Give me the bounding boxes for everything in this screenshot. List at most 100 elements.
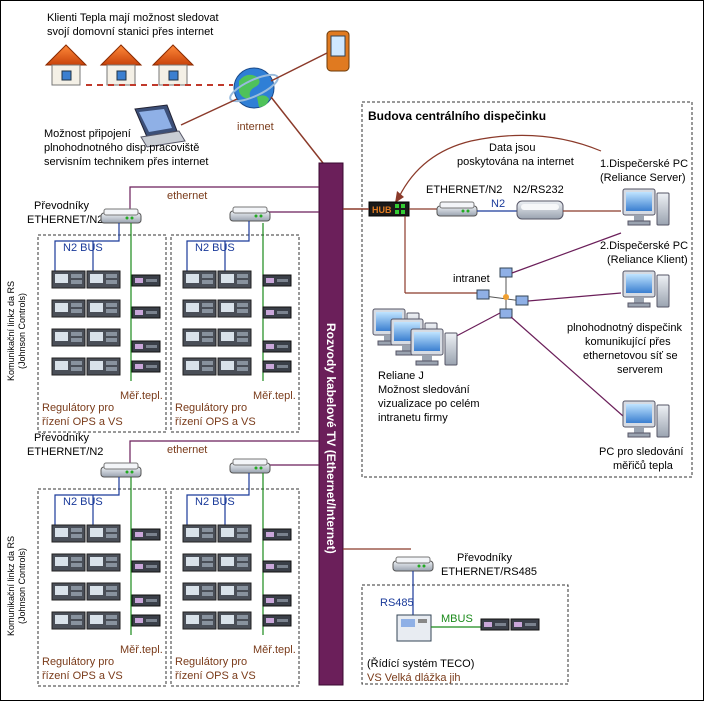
reliance-caption-1: Reliane J	[378, 370, 424, 382]
full-caption-2: komunikující přes	[585, 336, 671, 348]
controller-rack	[52, 525, 160, 629]
side-caption-2: (Johnson Controls)	[17, 548, 27, 624]
teco-conv-caption-1: Převodníky	[457, 552, 513, 564]
conv-caption-1: Převodníky	[34, 432, 90, 444]
regulators-caption-2: řízení OPS a VS	[42, 416, 123, 428]
teco-converter-icon	[392, 556, 434, 572]
teco-conv-caption-2: ETHERNET/RS485	[441, 566, 537, 578]
intranet-meterpc-link	[510, 316, 624, 417]
house-icon	[45, 44, 87, 86]
ethernet-label: ethernet	[167, 444, 207, 456]
meter-pc-caption-1: PC pro sledování	[599, 446, 683, 458]
reliance-caption-4: intranetu firmy	[378, 412, 448, 424]
conv-caption-1: Převodníky	[34, 200, 90, 212]
regulators-caption-1: Regulátory pro	[42, 402, 114, 414]
meter-caption: Měř.tepl.	[253, 644, 296, 656]
controller-group-box	[37, 488, 167, 687]
meter-icon	[480, 618, 510, 631]
controller-rack	[52, 271, 160, 375]
reliance-caption-3: vizualizace po celém	[378, 398, 480, 410]
regulators-caption-2: řízení OPS a VS	[175, 416, 256, 428]
teco-location-caption: VS Velká dlážka jih	[367, 672, 461, 684]
section-lower: Převodníky ETHERNET/N2 ethernet N2 BUS N…	[6, 432, 319, 687]
eth-n2-label: ETHERNET/N2	[426, 184, 502, 196]
laptop-link	[180, 98, 238, 126]
n2bus-label: N2 BUS	[63, 496, 103, 508]
converter-icon	[100, 208, 142, 224]
laptop-icon	[134, 104, 186, 148]
converter-eth-n2-icon	[436, 201, 478, 217]
regulators-caption-1: Regulátory pro	[175, 656, 247, 668]
meter-caption: Měř.tepl.	[253, 390, 296, 402]
conv-caption-2: ETHERNET/N2	[27, 446, 103, 458]
data-caption-2: poskytována na internet	[457, 156, 574, 168]
clients-caption-1: Klienti Tepla mají možnost sledovat	[47, 12, 219, 24]
controller-group-box	[170, 234, 300, 433]
meter-pc-icon	[622, 400, 670, 438]
full-caption-3: ethernetovou síť se	[583, 350, 678, 362]
intranet-label: intranet	[453, 273, 490, 285]
internet-backbone-link	[270, 96, 324, 164]
controller-group-box	[37, 234, 167, 433]
n2-rs232-label: N2/RS232	[513, 184, 564, 196]
cable-backbone-label: Rozvody kabelové TV (Ethernet/Internet)	[324, 323, 338, 554]
internet-label: internet	[237, 121, 274, 133]
n2-label: N2	[491, 198, 505, 210]
modem-icon	[516, 200, 564, 220]
side-caption-1: Komunikační linkz da RS	[6, 281, 16, 381]
teco-section: Převodníky ETHERNET/RS485 RS485 MBUS (Ří…	[343, 548, 569, 685]
converter-icon	[229, 206, 271, 222]
converter-icon	[100, 462, 142, 478]
ethernet-link	[129, 186, 319, 209]
building-title: Budova centrálního dispečinku	[368, 109, 546, 123]
service-caption-2: plnohodnotného disp.pracoviště	[44, 142, 199, 154]
ethernet-link	[129, 440, 319, 464]
reliance-caption-2: Možnost sledování	[378, 384, 470, 396]
teco-controller-icon	[396, 614, 432, 642]
n2bus-label: N2 BUS	[195, 496, 235, 508]
controller-group-box	[170, 488, 300, 687]
section-upper: Převodníky ETHERNET/N2 ethernet N2 BUS N…	[6, 186, 319, 433]
globe-icon	[229, 67, 279, 109]
hub-label: HUB	[372, 205, 392, 215]
service-caption-3: servisním technikem přes internet	[44, 156, 208, 168]
pda-link	[270, 52, 328, 82]
rs485-label: RS485	[380, 597, 414, 609]
cable-backbone	[318, 162, 344, 686]
n2bus-label: N2 BUS	[63, 242, 103, 254]
meter-caption: Měř.tepl.	[120, 390, 163, 402]
conv-caption-2: ETHERNET/N2	[27, 214, 103, 226]
pc2-icon	[622, 270, 670, 308]
meter-pc-caption-2: měřičů tepla	[613, 460, 674, 472]
regulators-caption-2: řízení OPS a VS	[42, 670, 123, 682]
teco-system-caption: (Řídící systém TECO)	[367, 657, 474, 670]
mbus-label: MBUS	[441, 613, 473, 625]
building-box	[361, 101, 693, 478]
controller-rack	[183, 271, 291, 375]
clients-caption-2: svojí domovní stanici přes internet	[47, 26, 213, 38]
regulators-caption-1: Regulátory pro	[175, 402, 247, 414]
meter-icon	[510, 618, 540, 631]
pc1-label-2: (Reliance Server)	[600, 172, 686, 184]
meter-caption: Měř.tepl.	[120, 644, 163, 656]
side-caption-2: (Johnson Controls)	[17, 293, 27, 369]
side-caption-1: Komunikační linkz da RS	[6, 536, 16, 636]
controller-rack	[183, 525, 291, 629]
pc2-label-1: 2.Dispečerské PC	[600, 240, 688, 252]
regulators-caption-1: Regulátory pro	[42, 656, 114, 668]
full-caption-1: plnohodnotný dispečink	[567, 322, 682, 334]
service-caption-1: Možnost připojení	[44, 128, 131, 140]
reliance-pc-icon	[410, 328, 458, 366]
house-icon	[152, 44, 194, 86]
intranet-pc1-link	[511, 232, 622, 274]
intranet-pc2-link	[527, 292, 622, 302]
ethernet-label: ethernet	[167, 190, 207, 202]
house-icon	[100, 44, 142, 86]
converter-icon	[229, 458, 271, 474]
pc1-label-1: 1.Dispečerské PC	[600, 158, 688, 170]
teco-box	[361, 584, 569, 685]
pda-icon	[326, 30, 350, 72]
data-caption-1: Data jsou	[489, 142, 535, 154]
